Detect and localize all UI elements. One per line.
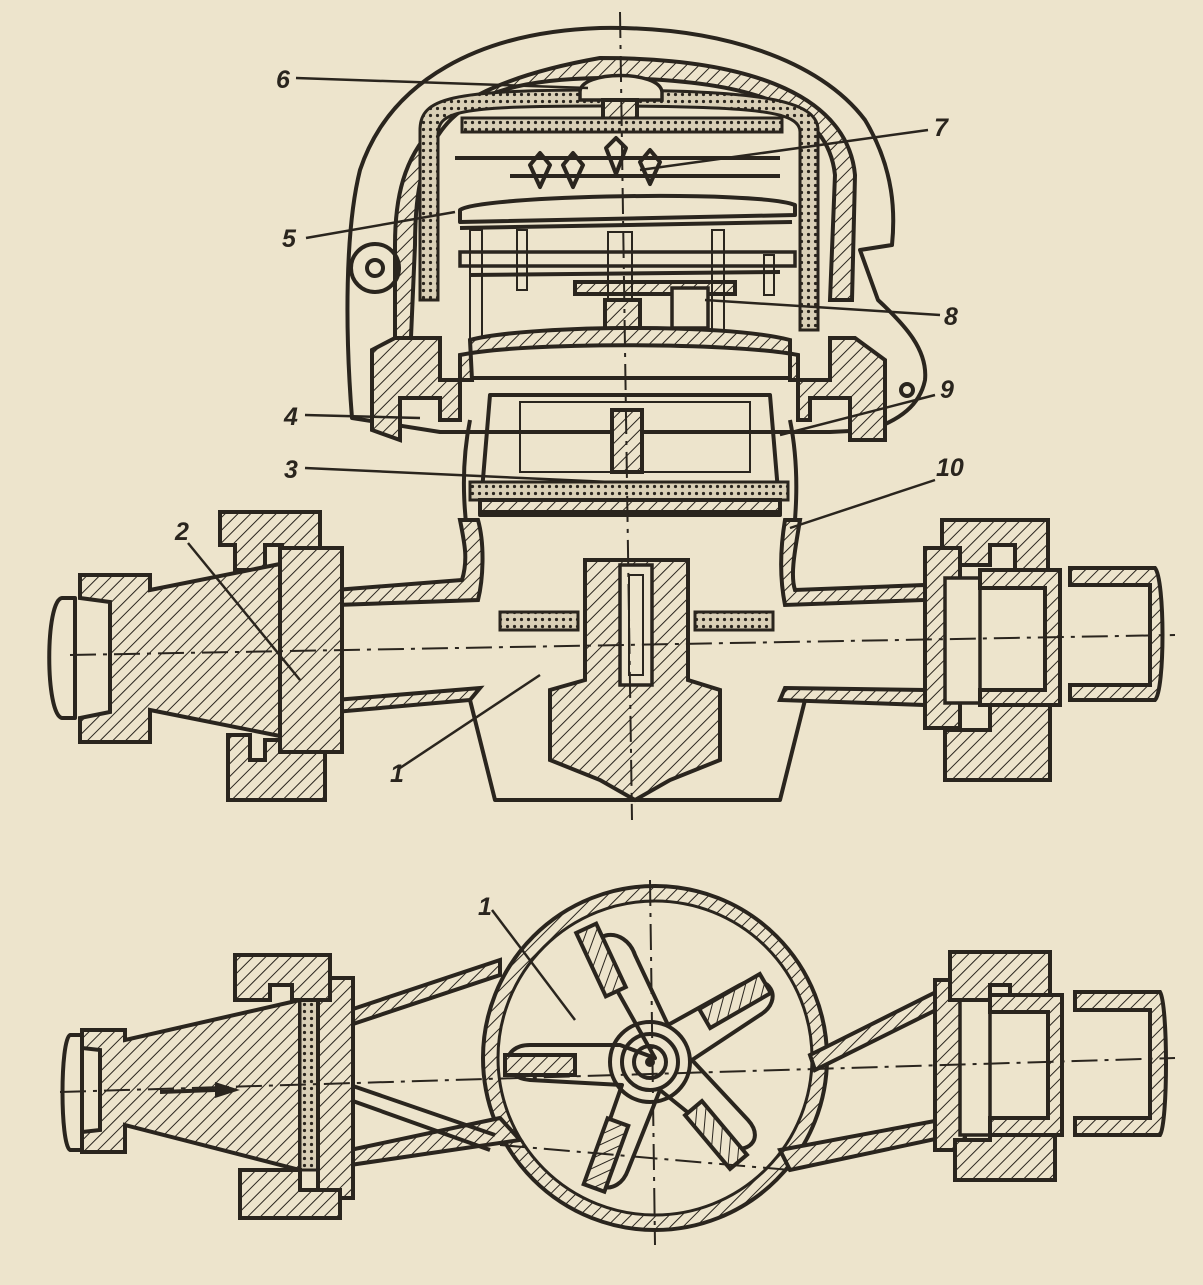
upper-section-view: 6 7 5 8 9 4 3 10 2 1 <box>47 11 1176 821</box>
callout-4: 4 <box>283 403 298 431</box>
left-nipple <box>47 596 77 720</box>
bearing-bore <box>618 563 654 687</box>
lower-plan-view: 1 <box>59 879 1176 1246</box>
callout-5: 5 <box>282 225 297 253</box>
plan-right-threaded-tail <box>1073 990 1168 1137</box>
callout-8: 8 <box>944 303 958 331</box>
horizontal-axis <box>69 634 1176 656</box>
gear-train-plate <box>458 250 797 268</box>
callout-9: 9 <box>940 376 954 404</box>
plan-right-insert <box>958 998 992 1137</box>
right-threaded-tail <box>1068 566 1165 702</box>
inlet-channel-wall-lower <box>348 1115 525 1168</box>
plan-horizontal-axis <box>59 1057 1176 1093</box>
right-insert <box>943 576 982 705</box>
pipe-body-upper-wall <box>333 518 485 608</box>
gear-train-line <box>469 270 781 277</box>
bearing-pin <box>628 574 644 676</box>
glass-dome <box>418 88 820 332</box>
pipe-body-lower-wall <box>333 685 485 715</box>
plan-left-nipple <box>60 1033 84 1152</box>
plan-left-flange <box>316 976 355 1200</box>
lower-disc <box>498 610 580 632</box>
impeller-vanes <box>503 920 774 1195</box>
callout-2: 2 <box>174 518 189 546</box>
plan-right-union-nut <box>948 950 1052 1002</box>
pipe-body-lower-wall-right <box>777 685 927 708</box>
callout-1-plan: 1 <box>478 893 492 921</box>
pipe-body-upper-wall-right <box>779 518 927 608</box>
flow-direction-line <box>159 1088 216 1094</box>
hub-ring-mid <box>620 1032 680 1092</box>
hub-ring-outer <box>608 1020 692 1104</box>
bottom-plate <box>468 699 807 802</box>
lug-hole-right <box>899 382 915 398</box>
callout-3: 3 <box>284 456 298 484</box>
plan-left-union-nut <box>233 953 332 1002</box>
callout-10: 10 <box>936 454 964 482</box>
mechanism-posts <box>469 229 775 341</box>
callout-6: 6 <box>276 66 291 94</box>
inlet-guide <box>349 1083 496 1137</box>
lug-hole <box>365 258 385 278</box>
leader-lines <box>187 76 941 770</box>
inlet-guide-2 <box>349 1098 491 1152</box>
lower-disc-right <box>693 610 775 632</box>
left-inlet-pipe <box>78 557 302 744</box>
hub-ring-inner <box>632 1044 668 1080</box>
outlet-channel-wall <box>807 986 942 1073</box>
cover-outline <box>345 25 928 434</box>
inlet-channel-wall <box>348 957 502 1028</box>
turbine-disc-lower <box>478 498 782 514</box>
body-flange <box>370 325 887 443</box>
right-outlet-pipe <box>978 568 1062 707</box>
plan-leader-1 <box>491 909 576 1021</box>
flow-arrow-icon <box>215 1082 240 1098</box>
dial-plate-5 <box>458 193 797 224</box>
vertical-axis <box>619 11 633 821</box>
dial-plate-lower <box>459 220 793 230</box>
callout-1: 1 <box>390 760 404 788</box>
cover-knob <box>578 73 664 102</box>
plan-left-union-nut-lower <box>238 1168 342 1220</box>
plan-left-inlet-pipe <box>80 997 302 1173</box>
plan-vertical-axis <box>649 879 656 1246</box>
plan-right-outlet-pipe <box>988 993 1064 1137</box>
lug-circle <box>349 242 401 294</box>
pointer-hubs <box>528 136 662 189</box>
callout-7: 7 <box>934 114 949 142</box>
plan-diagonal-axis <box>499 1144 791 1171</box>
turbine-disc-upper <box>468 480 790 502</box>
